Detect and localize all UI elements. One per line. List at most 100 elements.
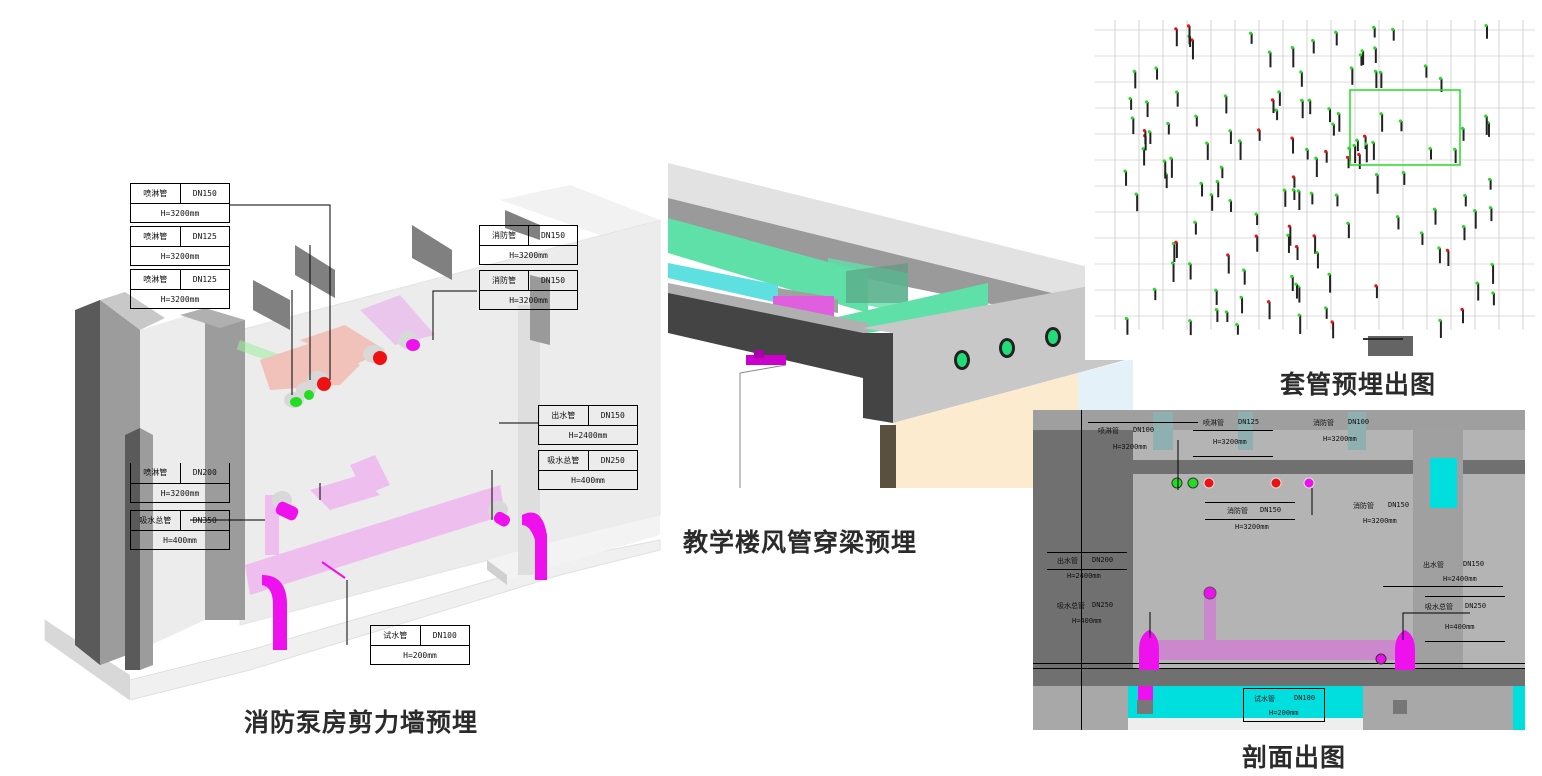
- sleeve-marker: [1355, 138, 1359, 142]
- sleeve-marker: [1228, 199, 1232, 203]
- sleeve-marker: [1309, 191, 1313, 195]
- magenta-sleeve: [1303, 477, 1315, 489]
- sleeve-marker: [1346, 221, 1350, 225]
- sleeve-annotation: [1309, 100, 1312, 115]
- sleeve-marker: [1270, 98, 1275, 102]
- sleeve-marker: [1312, 234, 1316, 238]
- sleeve-marker: [1214, 308, 1218, 312]
- sleeve-annotation: [1439, 320, 1442, 338]
- elbow-pipe: [522, 512, 547, 580]
- elbow-pipe: [1395, 630, 1415, 670]
- sleeve-annotation: [1347, 157, 1350, 169]
- sleeve-annotation: [1374, 47, 1377, 63]
- sleeve-openings: [954, 327, 1061, 370]
- sleeve-marker: [1249, 31, 1253, 35]
- sleeve-annotation: [1489, 179, 1492, 190]
- sleeve-annotation: [1296, 246, 1299, 261]
- sleeve-marker: [1291, 175, 1296, 179]
- sleeve-annotation: [1464, 195, 1467, 207]
- sleeve-annotation: [1438, 247, 1441, 264]
- sleeve-marker: [1488, 177, 1492, 181]
- sleeve-marker: [1324, 149, 1328, 154]
- sleeve-annotation: [1136, 194, 1139, 212]
- sleeve-annotation: [1287, 235, 1290, 253]
- sleeve-annotation: [1336, 195, 1339, 207]
- sleeve-marker: [1205, 141, 1209, 145]
- sleeve-annotation: [1191, 40, 1194, 60]
- sleeve-marker: [1287, 224, 1291, 228]
- sleeve-marker: [1391, 27, 1395, 31]
- sleeve-annotation: [1421, 232, 1424, 245]
- sleeve-marker: [1345, 155, 1350, 159]
- sleeve-annotation: [1312, 40, 1315, 54]
- sleeve-marker: [1239, 295, 1243, 299]
- sleeve-annotation: [1268, 301, 1271, 320]
- sleeve-marker: [1484, 23, 1488, 28]
- sleeve-annotation: [1194, 222, 1197, 235]
- beam-face: [863, 278, 1133, 423]
- sleeve-annotation: [1490, 207, 1493, 222]
- sleeve-annotation: [1256, 214, 1259, 226]
- sleeve-annotation: [1328, 108, 1331, 123]
- floor-plan: [1095, 20, 1535, 356]
- sleeve-annotation: [1165, 173, 1168, 189]
- sleeve-annotation: [1447, 250, 1450, 267]
- sleeve-annotation: [1298, 191, 1301, 211]
- main-pipe-section: [1143, 640, 1403, 660]
- red-sleeve: [1270, 477, 1282, 489]
- caption-sleeve-plan: 套管预埋出图: [1280, 370, 1437, 399]
- sleeve-marker: [1334, 193, 1339, 197]
- sleeve-annotation: [1221, 167, 1224, 179]
- sleeve-marker: [1300, 98, 1304, 102]
- sleeve-marker: [1379, 112, 1383, 116]
- sleeve-marker: [1226, 253, 1230, 257]
- sleeve-marker: [1463, 193, 1467, 198]
- sleeve-marker: [1277, 90, 1281, 94]
- sleeve-marker: [1188, 262, 1192, 266]
- sleeve-marker: [1374, 284, 1378, 288]
- right-column: [518, 305, 540, 575]
- sleeve-annotation: [1434, 209, 1437, 225]
- sleeve-marker: [1144, 100, 1149, 104]
- sleeve-marker: [1166, 121, 1170, 126]
- sleeve-annotation: [1474, 210, 1477, 229]
- sleeve-marker: [1290, 136, 1294, 140]
- elbow-pipe: [262, 575, 287, 650]
- sleeve-marker: [1188, 319, 1192, 323]
- duct-green: [668, 218, 868, 313]
- sleeve-annotation: [1380, 72, 1383, 88]
- elbow-pipe: [1139, 630, 1159, 670]
- sleeve-marker: [1132, 69, 1136, 73]
- sleeve-annotation: [1485, 116, 1488, 135]
- sleeve-marker: [1373, 46, 1377, 50]
- sleeve-marker: [1327, 272, 1331, 276]
- sleeve-annotation: [1376, 174, 1379, 194]
- sleeve-marker: [1169, 156, 1173, 160]
- sleeve-annotation: [1301, 100, 1304, 119]
- upper-sleeves: [284, 331, 420, 408]
- sleeve-annotation: [1293, 189, 1296, 201]
- sleeve-annotation: [1360, 54, 1363, 66]
- sleeve-marker: [1460, 126, 1465, 130]
- sleeve-annotation: [1487, 122, 1490, 137]
- sleeve-annotation: [1195, 116, 1198, 127]
- sleeve-marker: [1334, 30, 1338, 34]
- sleeve-annotation: [1144, 130, 1147, 145]
- red-sleeve: [373, 351, 387, 365]
- sleeve-marker: [1282, 188, 1286, 192]
- sleeve-marker: [1297, 313, 1301, 317]
- sleeve-marker: [1362, 134, 1367, 138]
- sleeve-annotation: [1239, 140, 1242, 160]
- sleeve-annotation: [1126, 318, 1129, 335]
- sleeve-annotation: [1311, 193, 1314, 205]
- caption-duct-beam: 教学楼风管穿梁预埋: [683, 528, 918, 557]
- duct-beam-3d-view: [668, 163, 1138, 488]
- sleeve-marker: [1395, 215, 1400, 219]
- sleeve-marker: [1473, 209, 1477, 213]
